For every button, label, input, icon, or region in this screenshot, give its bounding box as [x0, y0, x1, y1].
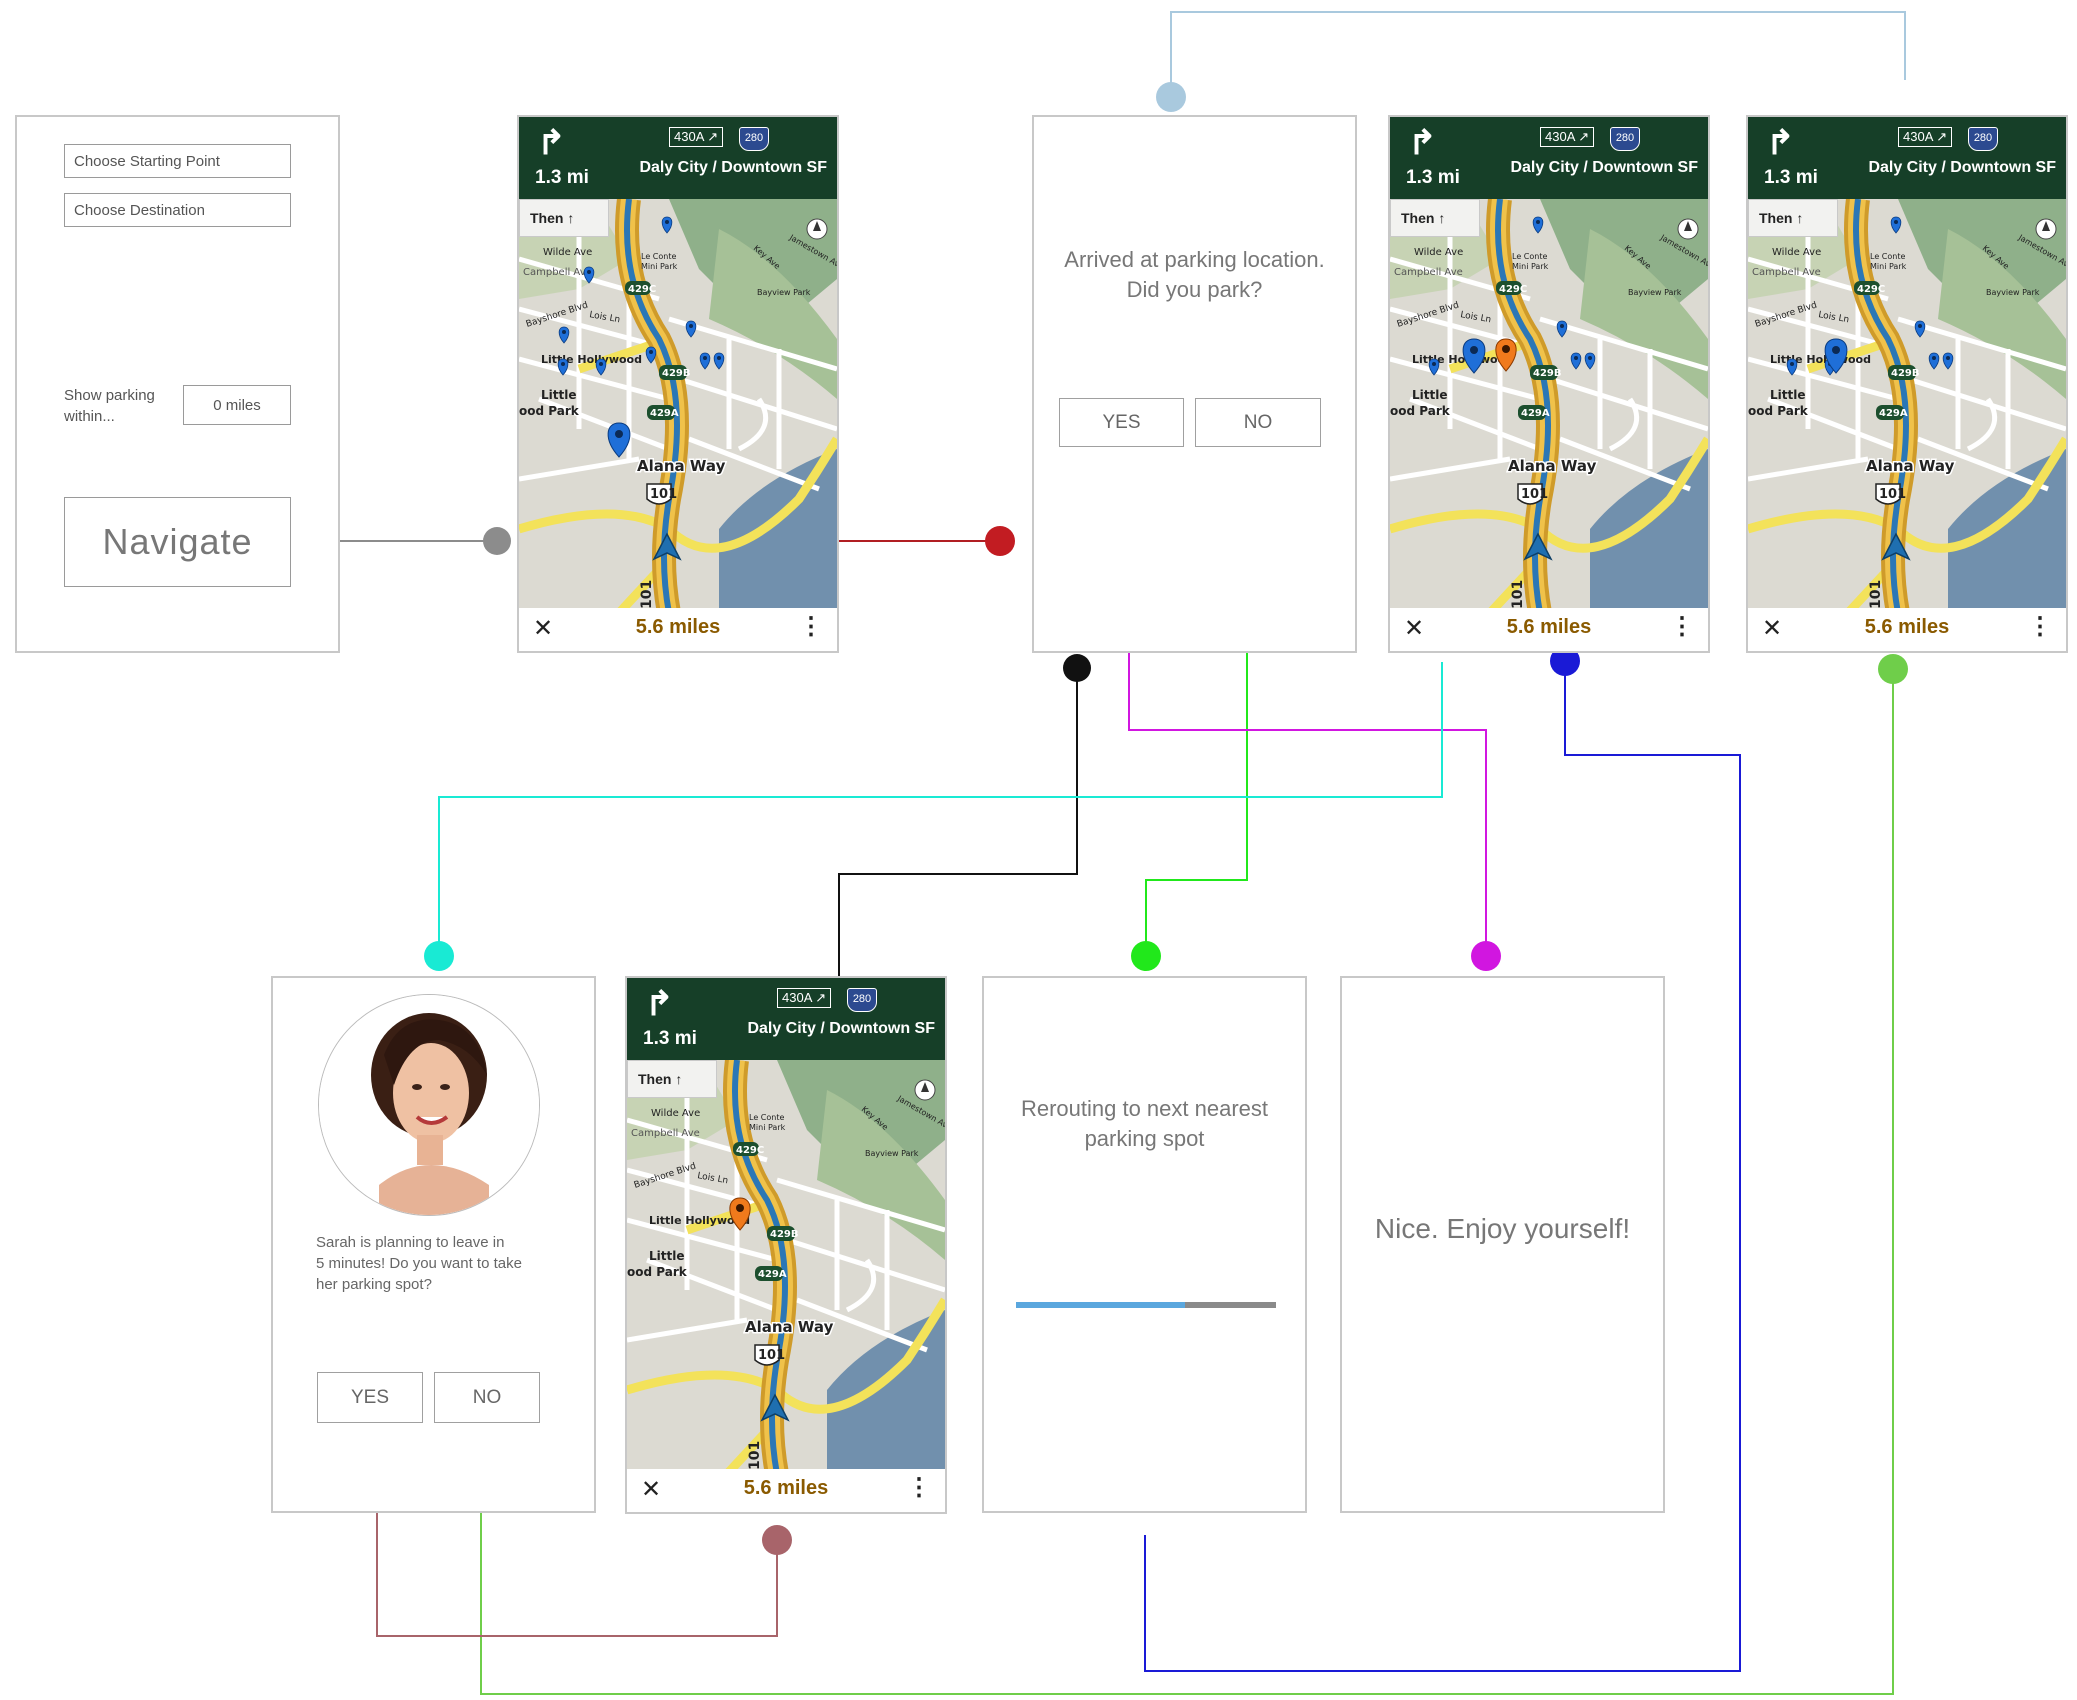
- node-maroon: [762, 1525, 792, 1555]
- take-spot-no-button[interactable]: NO: [434, 1372, 540, 1423]
- close-icon[interactable]: ✕: [1762, 615, 1783, 642]
- exit-sign: 430A ↗: [669, 127, 724, 147]
- close-icon[interactable]: ✕: [1404, 615, 1425, 642]
- next-turn-distance: 1.3 mi: [1406, 167, 1460, 188]
- node-magenta: [1471, 941, 1501, 971]
- more-vertical-icon[interactable]: ⋮: [907, 1474, 931, 1501]
- navigate-button[interactable]: Navigate: [64, 497, 291, 587]
- then-instruction: Then ↑: [1390, 199, 1480, 237]
- exit-sign: 430A ↗: [1898, 127, 1953, 147]
- enjoy-message: Nice. Enjoy yourself!: [1374, 1213, 1631, 1244]
- arrived-dialog-screen: Arrived at parking location.Did you park…: [1032, 115, 1357, 653]
- more-vertical-icon[interactable]: ⋮: [799, 613, 823, 640]
- connector-maroon: [376, 1420, 778, 1637]
- node-lightblue: [1156, 82, 1186, 112]
- spot-offer-message: Sarah is planning to leave in 5 minutes!…: [316, 1234, 522, 1293]
- direction-banner: ↱ 1.3 mi 430A ↗ 280 Daly City / Downtown…: [519, 117, 837, 199]
- destination-label: Daly City / Downtown SF: [1510, 159, 1698, 176]
- next-turn-distance: 1.3 mi: [1764, 167, 1818, 188]
- avatar: [318, 994, 540, 1216]
- parked-no-button[interactable]: NO: [1195, 398, 1321, 447]
- connector-sarah: [438, 662, 1443, 955]
- destination-label: Daly City / Downtown SF: [639, 159, 827, 176]
- more-vertical-icon[interactable]: ⋮: [1670, 613, 1694, 640]
- turn-right-icon: ↱: [1766, 124, 1795, 162]
- map-bottom-bar: ✕ 5.6 miles ⋮: [519, 608, 837, 651]
- direction-banner: ↱ 1.3 mi 430A ↗ 280 Daly City / Downtown…: [627, 978, 945, 1060]
- destination-input[interactable]: Choose Destination: [64, 193, 291, 227]
- destination-label: Daly City / Downtown SF: [1868, 159, 2056, 176]
- remaining-distance: 5.6 miles: [743, 1477, 829, 1499]
- remaining-distance: 5.6 miles: [1864, 616, 1950, 638]
- turn-right-icon: ↱: [1408, 124, 1437, 162]
- interstate-shield: 280: [739, 127, 769, 151]
- connector-no: [1145, 460, 1248, 955]
- next-turn-distance: 1.3 mi: [535, 167, 589, 188]
- node-cyan: [424, 941, 454, 971]
- parked-yes-button[interactable]: YES: [1059, 398, 1184, 447]
- close-icon[interactable]: ✕: [641, 1476, 662, 1503]
- connector-green: [480, 669, 1894, 1695]
- parking-radius-input[interactable]: 0 miles: [183, 385, 291, 425]
- map-screen-sarah-spot: ↱ 1.3 mi 430A ↗ 280 Daly City / Downtown…: [625, 976, 947, 1514]
- arrived-message: Arrived at parking location.Did you park…: [1064, 247, 1325, 302]
- map-bottom-bar: ✕ 5.6 miles ⋮: [1748, 608, 2066, 651]
- map-bottom-bar: ✕ 5.6 miles ⋮: [1390, 608, 1708, 651]
- node-red: [985, 526, 1015, 556]
- close-icon[interactable]: ✕: [533, 615, 554, 642]
- destination-label: Daly City / Downtown SF: [747, 1020, 935, 1037]
- turn-right-icon: ↱: [645, 985, 674, 1023]
- node-brightgreen: [1131, 941, 1161, 971]
- direction-banner: ↱ 1.3 mi 430A ↗ 280 Daly City / Downtown…: [1390, 117, 1708, 199]
- map-view[interactable]: [627, 1060, 945, 1474]
- map-screen-spot-selected: ↱ 1.3 mi 430A ↗ 280 Daly City / Downtown…: [1388, 115, 1710, 653]
- connector-black: [838, 668, 1078, 978]
- more-vertical-icon[interactable]: ⋮: [2028, 613, 2052, 640]
- rerouting-progress-bar: [1016, 1302, 1276, 1308]
- connector-blue: [1144, 661, 1741, 1672]
- node-gray: [483, 527, 511, 555]
- remaining-distance: 5.6 miles: [635, 616, 721, 638]
- progress-fill: [1016, 1302, 1185, 1308]
- then-instruction: Then ↑: [1748, 199, 1838, 237]
- progress-track: [1185, 1302, 1276, 1308]
- connector-loop: [1170, 11, 1906, 97]
- interstate-shield: 280: [1968, 127, 1998, 151]
- turn-right-icon: ↱: [537, 124, 566, 162]
- take-spot-yes-button[interactable]: YES: [317, 1372, 423, 1423]
- direction-banner: ↱ 1.3 mi 430A ↗ 280 Daly City / Downtown…: [1748, 117, 2066, 199]
- remaining-distance: 5.6 miles: [1506, 616, 1592, 638]
- parked-confirmation-screen: Nice. Enjoy yourself!: [1340, 976, 1665, 1513]
- map-bottom-bar: ✕ 5.6 miles ⋮: [627, 1469, 945, 1512]
- navigation-form-screen: Choose Starting Point Choose Destination…: [15, 115, 340, 653]
- show-parking-label: Show parking within...: [64, 387, 155, 425]
- next-turn-distance: 1.3 mi: [643, 1028, 697, 1049]
- map-screen-nearby-parking: ↱ 1.3 mi 430A ↗ 280 Daly City / Downtown…: [517, 115, 839, 653]
- starting-point-input[interactable]: Choose Starting Point: [64, 144, 291, 178]
- map-view[interactable]: [519, 199, 837, 613]
- map-view[interactable]: [1390, 199, 1708, 613]
- interstate-shield: 280: [847, 988, 877, 1012]
- map-screen-single-spot: ↱ 1.3 mi 430A ↗ 280 Daly City / Downtown…: [1746, 115, 2068, 653]
- interstate-shield: 280: [1610, 127, 1640, 151]
- exit-sign: 430A ↗: [777, 988, 832, 1008]
- then-instruction: Then ↑: [519, 199, 609, 237]
- map-view[interactable]: [1748, 199, 2066, 613]
- exit-sign: 430A ↗: [1540, 127, 1595, 147]
- then-instruction: Then ↑: [627, 1060, 717, 1098]
- spot-offer-screen: Sarah is planning to leave in 5 minutes!…: [271, 976, 596, 1513]
